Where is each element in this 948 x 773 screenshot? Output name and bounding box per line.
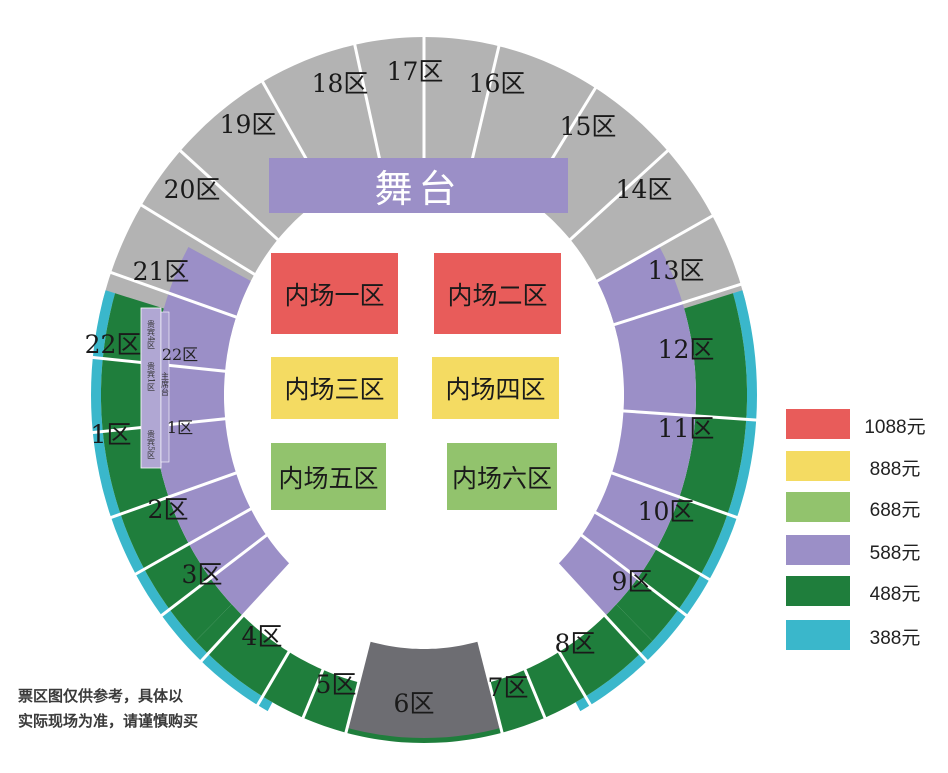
section-divider — [103, 469, 242, 522]
legend-swatch — [786, 409, 850, 439]
main-seat-label: 主席台 — [161, 371, 170, 397]
inner-section-3-label: 内场三区 — [284, 375, 385, 404]
zone-6-section[interactable] — [347, 641, 501, 739]
legend-swatch — [786, 451, 850, 481]
vip5-label: 贵宾5区 — [147, 429, 156, 459]
section-divider — [174, 144, 283, 245]
vip-area: 贵宾4区 贵宾1区 贵宾5区 主席台 — [140, 307, 170, 469]
legend-price: 388元 — [869, 628, 921, 649]
zone-3-label: 3区 — [182, 560, 223, 589]
zone-labels: 17区 16区 15区 14区 13区 12区 11区 10区 9区 8区 7区… — [85, 57, 715, 718]
vip4-label: 贵宾4区 — [147, 319, 156, 349]
section-divider — [469, 611, 508, 750]
outer-cyan-right[interactable] — [575, 290, 757, 712]
zone-12-label: 12区 — [658, 335, 715, 364]
inner-purple-right[interactable] — [557, 247, 696, 615]
section-divider — [609, 280, 748, 328]
legend-swatch — [786, 535, 850, 565]
section-divider — [340, 611, 379, 750]
section-divider — [155, 531, 272, 621]
section-divider — [495, 601, 553, 734]
zone-14-20-band[interactable] — [102, 37, 746, 336]
zone-20-label: 20区 — [164, 175, 221, 204]
zone-4-label: 4区 — [242, 622, 283, 651]
zone-17-label: 17区 — [387, 57, 444, 86]
zone-7-label: 7区 — [488, 673, 529, 702]
disclaimer-line-2: 实际现场为准，请谨慎购买 — [18, 712, 199, 730]
section-divider — [553, 559, 653, 668]
inner-section-6[interactable]: 内场六区 — [447, 443, 557, 510]
zone-1-inner-label: 1区 — [167, 418, 193, 437]
legend-item-1088: 1088元 — [786, 409, 936, 441]
outer-green-right[interactable] — [616, 293, 747, 642]
legend-price: 588元 — [869, 543, 921, 564]
zone-19-label: 19区 — [220, 110, 277, 139]
legend-swatch — [786, 620, 850, 650]
inner-section-2-label: 内场二区 — [447, 280, 548, 310]
zone-15-label: 15区 — [560, 112, 617, 141]
inner-section-5[interactable]: 内场五区 — [271, 443, 386, 510]
section-divider — [466, 39, 502, 179]
zone-13-label: 13区 — [648, 256, 705, 285]
section-divider — [252, 587, 328, 712]
stage: 舞台 — [269, 158, 568, 213]
inner-section-2[interactable]: 内场二区 — [434, 253, 561, 334]
section-divider — [520, 587, 596, 712]
section-divider — [351, 37, 385, 178]
section-divider — [128, 505, 256, 579]
section-divider — [134, 200, 260, 279]
legend-item-488: 488元 — [786, 576, 936, 608]
zone-2-label: 2区 — [148, 495, 189, 524]
zone-22-inner-label: 22区 — [162, 345, 198, 364]
zone-22-outer-label: 22区 — [85, 330, 142, 359]
section-divider — [295, 601, 353, 734]
section-divider — [576, 531, 693, 621]
section-divider — [103, 268, 242, 321]
inner-section-4-label: 内场四区 — [445, 375, 546, 404]
zone-14-label: 14区 — [616, 175, 673, 204]
legend-price: 688元 — [869, 500, 921, 521]
section-divider — [565, 144, 674, 245]
inner-section-1-label: 内场一区 — [284, 280, 385, 310]
legend-price: 888元 — [869, 459, 921, 480]
zone-11-label: 11区 — [658, 414, 715, 443]
disclaimer-note: 票区图仅供参考，具体以 实际现场为准，请谨慎购买 — [18, 684, 238, 734]
section-divider — [592, 211, 720, 285]
inner-section-3[interactable]: 内场三区 — [271, 357, 398, 419]
zone-21-label: 21区 — [133, 257, 190, 286]
zone-5-label: 5区 — [316, 670, 357, 699]
section-divider — [195, 559, 295, 668]
legend-item-688: 688元 — [786, 492, 936, 524]
inner-section-4[interactable]: 内场四区 — [432, 357, 559, 419]
inner-purple-left[interactable] — [152, 247, 291, 615]
legend-item-588: 588元 — [786, 535, 936, 567]
zone-16-label: 16区 — [469, 69, 526, 98]
legend-price: 1088元 — [864, 417, 926, 438]
zone-10-label: 10区 — [638, 497, 695, 526]
legend-swatch — [786, 492, 850, 522]
inner-section-5-label: 内场五区 — [278, 463, 379, 493]
legend-price: 488元 — [869, 584, 921, 605]
seating-ring — [91, 37, 757, 743]
outer-cyan-left[interactable] — [91, 290, 273, 712]
section-divider — [618, 409, 764, 422]
legend-item-388: 388元 — [786, 620, 936, 652]
zone-6-label: 6区 — [394, 689, 435, 718]
disclaimer-line-1: 票区图仅供参考，具体以 — [18, 687, 184, 705]
zone-8-label: 8区 — [555, 629, 596, 658]
outer-green-left[interactable] — [101, 293, 232, 642]
section-divider — [590, 508, 717, 585]
section-divider — [606, 469, 745, 522]
zone-1-outer-label: 1区 — [91, 420, 132, 449]
inner-section-1[interactable]: 内场一区 — [271, 253, 398, 334]
vip1-label: 贵宾1区 — [147, 361, 156, 391]
vip-box-inner[interactable] — [160, 311, 170, 463]
zone-18-label: 18区 — [312, 69, 369, 98]
legend-item-888: 888元 — [786, 451, 936, 483]
outer-green-bottom[interactable] — [195, 604, 653, 743]
inner-section-6-label: 内场六区 — [451, 463, 552, 493]
legend-swatch — [786, 576, 850, 606]
zone-9-label: 9区 — [612, 567, 653, 596]
